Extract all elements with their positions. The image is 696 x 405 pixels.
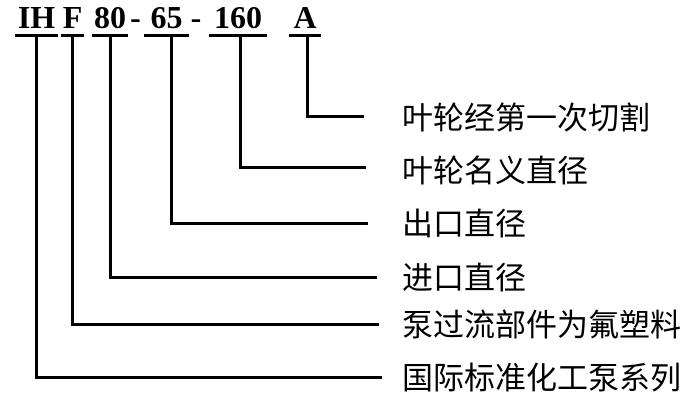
- connector-horizontal-160: [239, 166, 366, 169]
- code-separator-2: -: [190, 0, 202, 35]
- code-segment-160: 160: [209, 1, 267, 37]
- connector-horizontal-65: [170, 222, 368, 225]
- annotation-label-impeller-first-cut: 叶轮经第一次切割: [402, 101, 650, 136]
- annotation-label-impeller-nominal-diameter: 叶轮名义直径: [402, 154, 588, 189]
- code-segment-ih: IH: [15, 1, 58, 37]
- connector-vertical-160: [239, 37, 242, 169]
- connector-horizontal-80: [109, 276, 377, 279]
- code-segment-65: 65: [144, 1, 189, 37]
- annotation-label-intl-standard-series: 国际标准化工泵系列: [402, 361, 681, 396]
- code-segment-a: A: [289, 1, 321, 37]
- annotation-label-fluoroplastic-parts: 泵过流部件为氟塑料: [402, 308, 681, 343]
- connector-vertical-f: [71, 37, 74, 326]
- connector-vertical-ih: [35, 37, 38, 379]
- code-segment-80: 80: [92, 0, 128, 37]
- code-segment-f: F: [61, 0, 84, 37]
- connector-vertical-a: [306, 37, 309, 118]
- code-separator-1: -: [130, 0, 141, 35]
- connector-vertical-65: [170, 37, 173, 225]
- connector-horizontal-a: [306, 115, 364, 118]
- annotation-label-inlet-diameter: 进口直径: [402, 261, 526, 296]
- annotation-label-outlet-diameter: 出口直径: [402, 207, 526, 242]
- connector-vertical-80: [109, 37, 112, 279]
- connector-horizontal-f: [71, 323, 379, 326]
- connector-horizontal-ih: [35, 376, 382, 379]
